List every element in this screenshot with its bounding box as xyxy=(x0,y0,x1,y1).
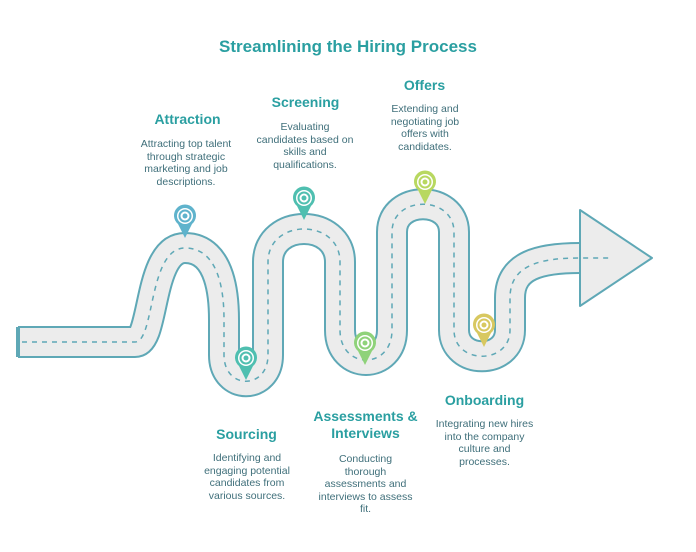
screening-description: Evaluating candidates based on skills an… xyxy=(235,121,375,171)
attraction-description: Attracting top talent through strategic … xyxy=(120,138,252,188)
attraction-desc-line: Attracting top talent xyxy=(140,138,232,150)
assessments-desc-line: interviews to assess xyxy=(318,490,413,503)
offers-title: Offers xyxy=(403,77,446,93)
assessments-title-line: Interviews xyxy=(331,425,400,441)
screening-pin-icon xyxy=(293,186,315,220)
screening-desc-line: candidates based on xyxy=(256,133,354,146)
offers-desc-line: candidates. xyxy=(398,140,452,153)
offers-description: Extending and negotiating job offers wit… xyxy=(360,103,490,153)
sourcing-title: Sourcing xyxy=(216,426,277,442)
attraction-title: Attraction xyxy=(154,111,221,127)
diagram-title: Streamlining the Hiring Process xyxy=(219,37,477,56)
road-start-cap xyxy=(16,327,20,357)
attraction-desc-line: through strategic xyxy=(146,150,226,163)
sourcing-desc-line: various sources. xyxy=(208,489,286,502)
onboarding-desc-line: Integrating new hires xyxy=(435,418,534,430)
offers-desc-line: negotiating job xyxy=(390,115,460,128)
sourcing-desc-line: candidates from xyxy=(209,477,285,489)
onboarding-desc-line: into the company xyxy=(444,430,525,443)
onboarding-pin-icon xyxy=(473,313,495,347)
assessments-desc-line: Conducting xyxy=(338,453,393,465)
onboarding-description: Integrating new hires into the company c… xyxy=(412,418,557,468)
attraction-desc-line: marketing and job xyxy=(144,163,228,175)
attraction-desc-line: descriptions. xyxy=(156,175,216,188)
screening-desc-line: Evaluating xyxy=(280,121,330,133)
offers-desc-line: Extending and xyxy=(391,103,459,115)
offers-pin-icon xyxy=(414,170,436,204)
sourcing-desc-line: engaging potential xyxy=(204,464,290,477)
road-arrow-head xyxy=(579,209,653,307)
assessments-description: Conducting thorough assessments and inte… xyxy=(298,453,433,516)
screening-title: Screening xyxy=(271,94,340,110)
onboarding-desc-line: culture and xyxy=(458,443,511,455)
assessments-title: Assessments & Interviews xyxy=(298,408,433,442)
screening-desc-line: qualifications. xyxy=(273,158,337,171)
onboarding-title: Onboarding xyxy=(444,392,525,408)
offers-desc-line: offers with xyxy=(401,128,449,140)
sourcing-desc-line: Identifying and xyxy=(212,452,282,464)
sourcing-pin-icon xyxy=(235,346,257,380)
assessments-desc-line: thorough xyxy=(344,465,387,478)
onboarding-desc-line: processes. xyxy=(459,455,510,468)
assessments-desc-line: assessments and xyxy=(324,478,407,490)
assessments-desc-line: fit. xyxy=(359,503,372,515)
screening-desc-line: skills and xyxy=(283,146,327,158)
road-center-dashes xyxy=(22,203,612,382)
attraction-pin-icon xyxy=(174,204,196,238)
assessments-pin-icon xyxy=(354,331,376,365)
sourcing-description: Identifying and engaging potential candi… xyxy=(178,452,316,502)
assessments-title-line: Assessments & xyxy=(313,408,418,424)
